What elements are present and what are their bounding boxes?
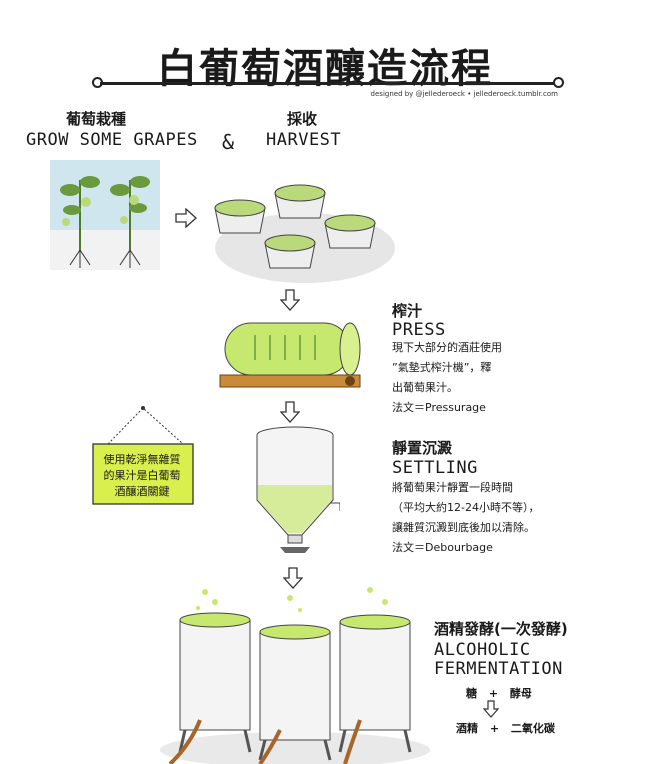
pneumatic-press-illustration <box>219 322 361 388</box>
harvest-label-zh: 採收 <box>287 110 318 128</box>
basket <box>214 199 266 234</box>
fermentation-label-zh: 酒精發酵(一次發酵) <box>434 620 568 638</box>
sign-line: 的果汁是白葡萄 <box>103 469 181 482</box>
basket <box>274 184 326 219</box>
press-label-en: PRESS <box>392 320 446 340</box>
soil-area <box>50 230 160 270</box>
ampersand: & <box>222 130 235 154</box>
fermentation-label-en-2: FERMENTATION <box>434 659 563 679</box>
title-rule <box>100 82 556 85</box>
yeast-text: 酵母 <box>509 687 532 700</box>
down-arrow-icon <box>280 289 300 311</box>
settling-desc-line: 讓雜質沉澱到底後加以清除。 <box>392 521 535 534</box>
reaction-outputs: 酒精 + 二氧化碳 <box>456 720 555 736</box>
alcohol-text: 酒精 <box>456 722 478 735</box>
sugar-text: 糖 <box>466 687 477 700</box>
reaction-inputs: 糖 + 酵母 <box>466 685 532 701</box>
designer-credit: designed by @jellederoeck • jellederoeck… <box>370 90 558 98</box>
title-rule-right-dot <box>553 77 564 88</box>
plus-sign: + <box>488 687 499 700</box>
press-desc-line: 現下大部分的酒莊使用 <box>392 341 502 354</box>
reaction-down-arrow-icon <box>483 700 499 718</box>
press-desc-line: 法文＝Pressurage <box>392 401 486 414</box>
down-arrow-icon <box>280 401 300 423</box>
grow-label-zh: 葡萄栽種 <box>66 110 127 128</box>
sign-text: 使用乾淨無雜質 的果汁是白葡萄 酒釀酒關鍵 <box>94 452 190 500</box>
harvest-baskets-illustration <box>214 184 395 283</box>
hanging-sign-illustration <box>92 406 194 505</box>
press-desc-line: ”氣墊式榨汁機”，釋 <box>392 361 492 374</box>
fermentation-label-en-1: ALCOHOLIC <box>434 640 531 660</box>
fermentation-tank <box>178 612 252 753</box>
basket <box>324 214 376 249</box>
settling-desc-line: 將葡萄果汁靜置一段時間 <box>392 481 513 494</box>
sign-line: 使用乾淨無雜質 <box>103 453 181 466</box>
settling-tank-illustration <box>256 426 340 553</box>
plus-sign: + <box>489 722 500 735</box>
harvest-label-en: HARVEST <box>266 130 342 150</box>
press-description: 現下大部分的酒莊使用 ”氣墊式榨汁機”，釋 出葡萄果汁。 法文＝Pressura… <box>392 338 502 418</box>
settling-desc-line: （平均大約12-24小時不等）， <box>392 501 540 514</box>
down-arrow-icon <box>283 567 303 589</box>
fermentation-tanks-illustration <box>160 587 430 764</box>
fermentation-tank <box>258 624 332 761</box>
press-desc-line: 出葡萄果汁。 <box>392 381 458 394</box>
settling-description: 將葡萄果汁靜置一段時間 （平均大約12-24小時不等）， 讓雜質沉澱到底後加以清… <box>392 478 539 558</box>
fermentation-tank <box>338 614 412 753</box>
co2-text: 二氧化碳 <box>510 722 555 735</box>
press-label-zh: 榨汁 <box>392 302 423 320</box>
settling-desc-line: 法文＝Debourbage <box>392 541 493 554</box>
sign-line: 酒釀酒關鍵 <box>114 485 170 498</box>
vineyard-illustration <box>50 160 160 270</box>
settling-label-zh: 靜置沉澱 <box>392 439 453 457</box>
grow-label-en: GROW SOME GRAPES <box>26 130 198 150</box>
right-arrow-icon <box>175 208 197 228</box>
basket <box>264 234 316 269</box>
settling-label-en: SETTLING <box>392 458 478 478</box>
